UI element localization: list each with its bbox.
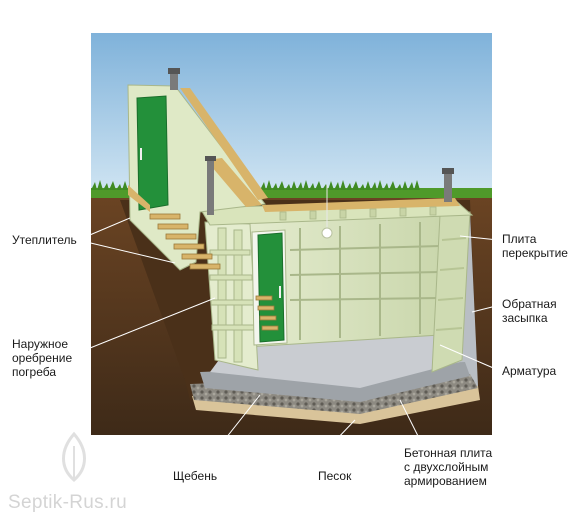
label-backfill: Обратная засыпка: [502, 297, 557, 325]
label-backfill-line2: засыпка: [502, 311, 548, 325]
external-ribbing: [209, 227, 257, 363]
label-insulation: Утеплитель: [12, 233, 77, 247]
label-crushed-stone: Щебень: [173, 469, 218, 483]
vent-pipe-icon: [442, 168, 454, 202]
label-slab-cover: Плита перекрытие: [502, 232, 568, 260]
watermark: Septik-Rus.ru: [8, 492, 127, 513]
leader-lines: [77, 217, 501, 463]
label-concrete-slab-line3: армированием: [404, 474, 487, 488]
label-external-ribbing-line1: Наружное: [12, 337, 69, 351]
label-concrete-slab: Бетонная плита с двухслойным армирование…: [404, 446, 492, 488]
label-external-ribbing-line3: погреба: [12, 365, 57, 379]
label-sand: Песок: [318, 469, 352, 483]
label-backfill-line1: Обратная: [502, 297, 557, 311]
label-concrete-slab-line1: Бетонная плита: [404, 446, 493, 460]
label-slab-cover-line1: Плита: [502, 232, 537, 246]
label-external-ribbing: Наружное оребрение погреба: [12, 337, 72, 379]
label-slab-cover-line2: перекрытие: [502, 246, 568, 260]
lamp-icon: [321, 185, 333, 239]
label-external-ribbing-line2: оребрение: [12, 351, 73, 365]
label-concrete-slab-line2: с двухслойным: [404, 460, 489, 474]
insulation-strip: [262, 198, 460, 212]
entrance-structure: [127, 68, 279, 331]
label-rebar: Арматура: [502, 364, 557, 378]
plant-logo-icon: [62, 431, 86, 482]
stairs-icon: [149, 213, 221, 270]
entrance-door: [136, 95, 169, 211]
back-wall-ribs: [289, 222, 441, 340]
